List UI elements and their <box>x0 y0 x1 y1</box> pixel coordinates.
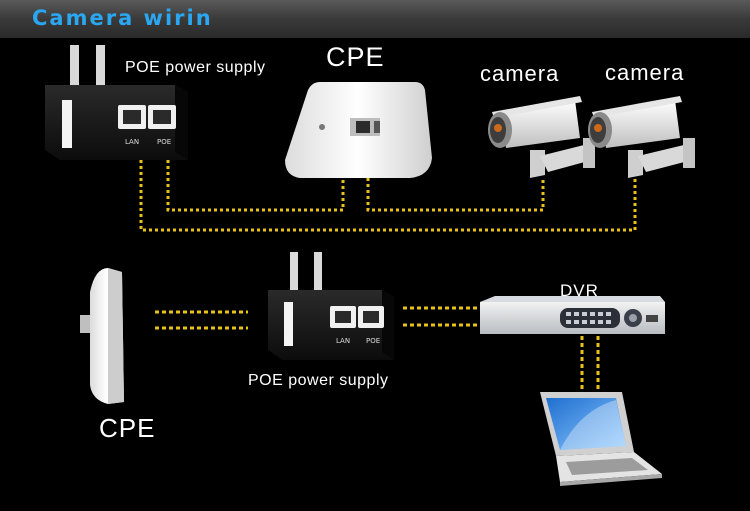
diagram-title: Camera wirin <box>32 6 213 30</box>
label-camera-1: camera <box>480 61 560 86</box>
cable-top-poe-to-cameras <box>139 160 637 232</box>
poe-power-supply-bottom: LAN POE <box>268 252 394 360</box>
cable-bottom-cpe-poe-dvr <box>155 306 600 392</box>
label-cpe-top: CPE <box>326 42 385 72</box>
poe-top-poe-text: POE <box>157 138 171 146</box>
label-cpe-bottom: CPE <box>99 413 156 443</box>
label-camera-2: camera <box>605 60 685 85</box>
label-poe-power-supply-top: POE power supply <box>125 59 266 76</box>
camera-device-1 <box>488 96 595 178</box>
cpe-device-bottom <box>80 268 124 404</box>
poe-power-supply-top: LAN POE <box>45 45 188 160</box>
cpe-device-top <box>285 82 432 178</box>
poe-bottom-poe-text: POE <box>366 337 380 345</box>
dvr-device <box>480 296 665 334</box>
laptop-computer <box>540 392 662 486</box>
poe-bottom-lan-text: LAN <box>336 337 350 345</box>
label-dvr: DVR <box>560 281 599 300</box>
camera-device-2 <box>588 96 695 178</box>
label-poe-power-supply-bottom: POE power supply <box>248 372 389 389</box>
title-bar: Camera wirin <box>0 0 750 38</box>
poe-top-lan-text: LAN <box>125 138 139 146</box>
